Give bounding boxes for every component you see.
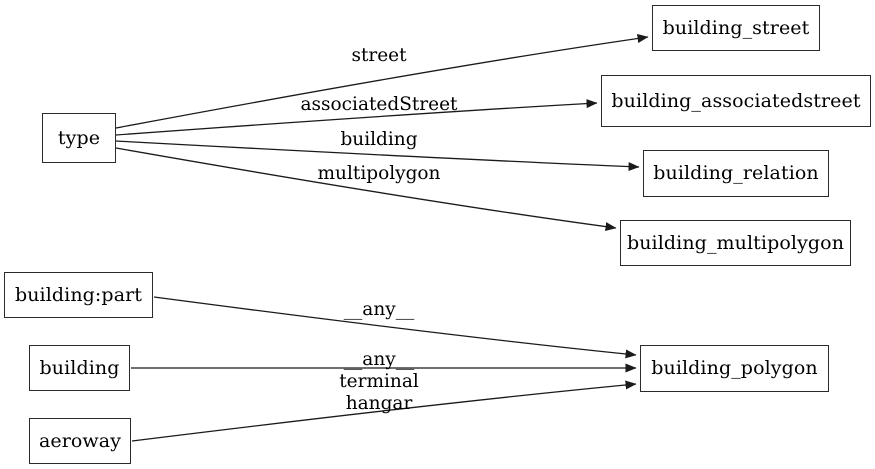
edge-type-to-building_multipolygon (115, 147, 617, 232)
node-building[interactable]: building (29, 345, 130, 391)
edge-label-terminal: terminal (339, 370, 419, 392)
node-building_street[interactable]: building_street (652, 5, 820, 51)
node-building_polygon[interactable]: building_polygon (640, 345, 829, 392)
edge-label-building: building (340, 128, 418, 150)
node-aeroway[interactable]: aeroway (29, 418, 131, 464)
node-type[interactable]: type (42, 113, 116, 163)
node-building_relation[interactable]: building_relation (643, 150, 829, 197)
edge-label-any: __any__ (343, 348, 415, 370)
edge-label-hangar: hangar (345, 392, 413, 414)
node-building_associatedstreet[interactable]: building_associatedstreet (601, 75, 871, 127)
edge-label-associatedstreet: associatedStreet (300, 93, 458, 115)
node-building_part[interactable]: building:part (4, 272, 153, 318)
node-building_multipolygon[interactable]: building_multipolygon (620, 220, 851, 266)
edge-label-street: street (351, 44, 407, 66)
edge-label-any: __any__ (343, 298, 415, 320)
edge-label-multipolygon: multipolygon (317, 162, 441, 184)
